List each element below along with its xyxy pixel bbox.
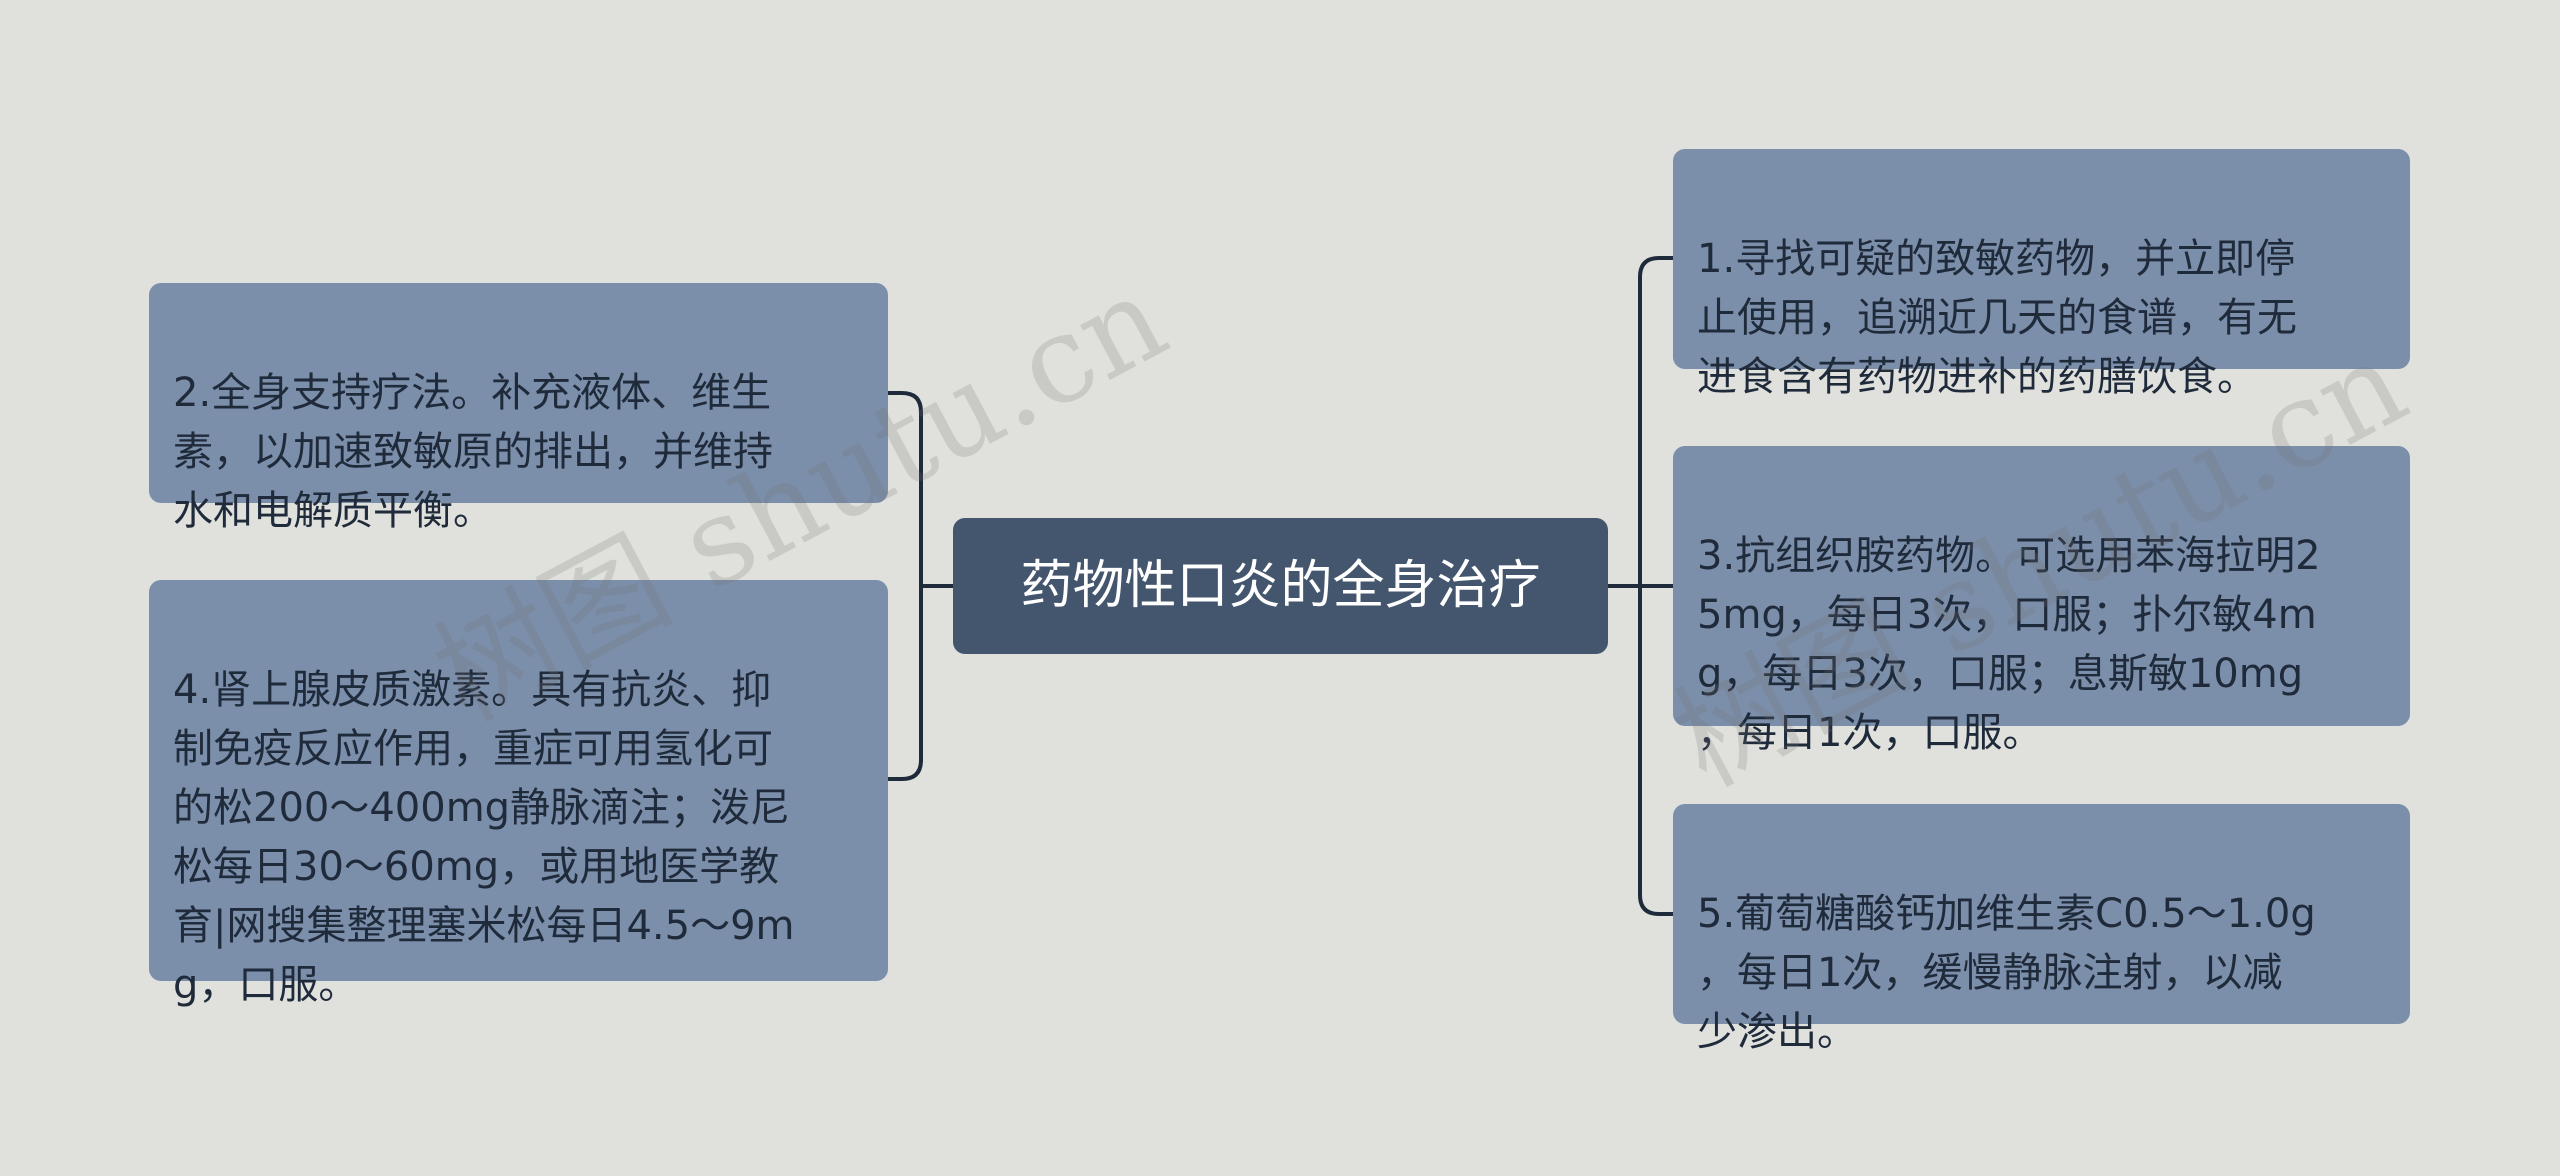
central-topic-label: 药物性口炎的全身治疗 — [1020, 556, 1541, 616]
topic-text: 3.抗组织胺药物。可选用苯海拉明2 5mg，每日3次，口服；扑尔敏4m g，每日… — [1697, 533, 2321, 756]
topic-node-left-1[interactable]: 2.全身支持疗法。补充液体、维生 素，以加速致敏原的排出，并维持 水和电解质平衡… — [149, 283, 888, 534]
topic-node-left-2[interactable]: 4.肾上腺皮质激素。具有抗炎、抑 制免疫反应作用，重症可用氢化可 的松200～4… — [149, 580, 888, 1008]
topic-text: 1.寻找可疑的致敏药物，并立即停 止使用，追溯近几天的食谱，有无 进食含有药物进… — [1697, 236, 2297, 400]
topic-text: 2.全身支持疗法。补充液体、维生 素，以加速致敏原的排出，并维持 水和电解质平衡… — [173, 370, 773, 534]
central-topic[interactable]: 药物性口炎的全身治疗 — [953, 518, 1608, 654]
connector-right-1 — [1638, 256, 1673, 586]
topic-text: 4.肾上腺皮质激素。具有抗炎、抑 制免疫反应作用，重症可用氢化可 的松200～4… — [173, 667, 795, 1008]
topic-node-right-1[interactable]: 1.寻找可疑的致敏药物，并立即停 止使用，追溯近几天的食谱，有无 进食含有药物进… — [1673, 149, 2410, 400]
connector-right-3 — [1638, 586, 1673, 916]
topic-node-right-2[interactable]: 3.抗组织胺药物。可选用苯海拉明2 5mg，每日3次，口服；扑尔敏4m g，每日… — [1673, 446, 2410, 756]
topic-text: 5.葡萄糖酸钙加维生素C0.5～1.0g ，每日1次，缓慢静脉注射，以减 少渗出… — [1697, 891, 2316, 1055]
topic-node-right-3[interactable]: 5.葡萄糖酸钙加维生素C0.5～1.0g ，每日1次，缓慢静脉注射，以减 少渗出… — [1673, 804, 2410, 1055]
connector-left-1 — [888, 391, 923, 586]
connector-left-2 — [888, 586, 923, 781]
